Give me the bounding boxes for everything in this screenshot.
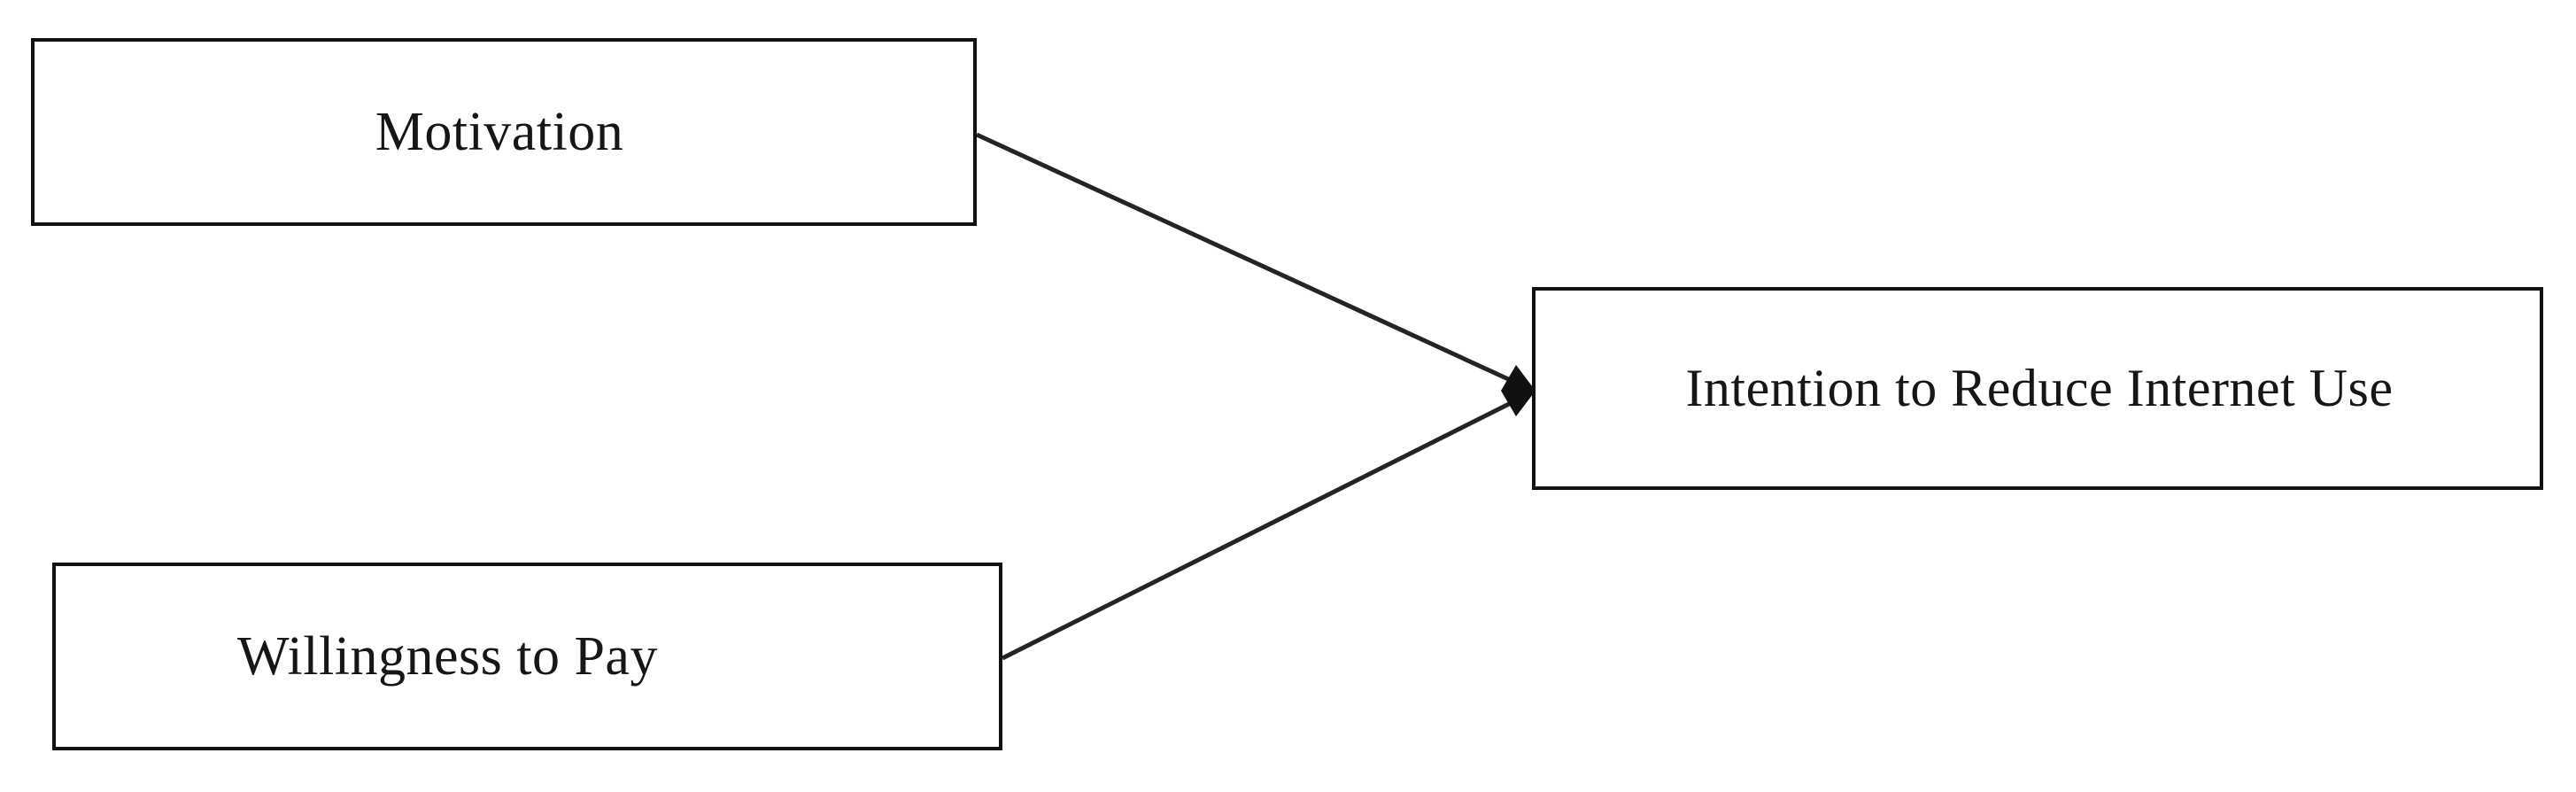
edge-line-willingness [1001,398,1518,661]
arrowhead-icon [1501,365,1536,416]
node-intention-to-reduce-internet-use[interactable]: Intention to Reduce Internet Use [1532,287,2543,490]
arrowhead-diamond-icon [1501,365,1534,416]
node-motivation-label: Motivation [375,101,624,162]
node-willingness-to-pay-label: Willingness to Pay [237,625,658,687]
edge-willingness-to-intention [1001,398,1518,661]
edge-line-motivation [975,132,1518,385]
edge-motivation-to-intention [975,132,1518,385]
node-motivation[interactable]: Motivation [31,38,977,226]
node-intention-to-reduce-internet-use-label: Intention to Reduce Internet Use [1685,359,2394,417]
node-willingness-to-pay[interactable]: Willingness to Pay [52,563,1002,750]
